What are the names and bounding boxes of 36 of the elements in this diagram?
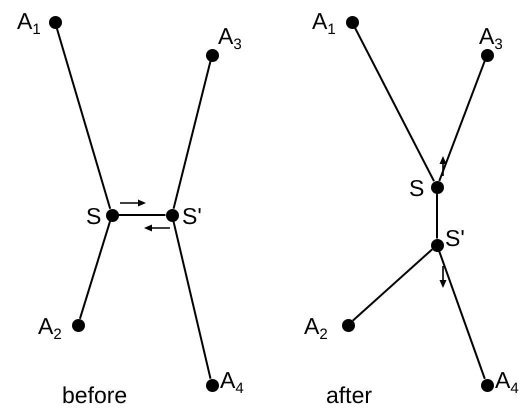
point-label: A$_{1}$ [17,10,41,37]
point-dot [166,208,178,222]
point-dot [72,318,84,332]
panel-caption: after [326,384,372,407]
point-dot [346,16,358,28]
connector-line [172,61,212,209]
point-dot [480,48,494,62]
point-dot [430,238,444,252]
point-dot [206,378,218,392]
point-label: S' [445,227,465,250]
connector-line [78,220,112,320]
panel-caption: before [62,384,128,407]
point-dot [106,208,118,222]
point-dot [430,180,444,194]
point-label: A$_{2}$ [304,315,328,342]
connector-line [438,60,486,182]
connector-line [172,221,212,379]
point-label: A$_{3}$ [218,25,242,52]
point-label: A$_{2}$ [38,315,62,342]
point-label: A$_{1}$ [312,10,336,37]
point-label: A$_{4}$ [495,369,519,396]
point-dot [206,48,218,62]
connector-line [354,27,435,182]
point-label: S' [182,205,202,228]
connector-line [352,248,433,322]
connector-line [436,194,438,238]
point-label: S [86,205,102,228]
connector-line [438,250,486,380]
point-dot [342,318,354,332]
connector-line [56,28,112,210]
point-label: S [409,177,424,200]
point-label: A$_{3}$ [479,25,503,52]
point-dot [480,378,494,392]
connector-line [118,214,166,216]
point-dot [48,16,62,28]
point-label: A$_{4}$ [220,369,244,396]
